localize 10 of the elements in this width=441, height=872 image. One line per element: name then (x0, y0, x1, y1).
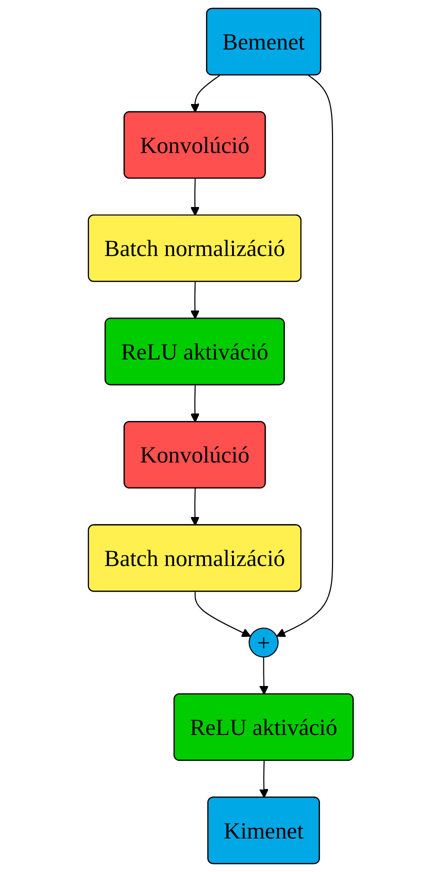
arrow (190, 282, 200, 320)
arrow (190, 385, 200, 422)
arrow (190, 488, 200, 526)
arrow (190, 74, 220, 113)
arrow (194, 592, 251, 637)
arrow (276, 74, 333, 637)
arrow (258, 657, 268, 695)
arrow (190, 178, 200, 216)
node-circle: + (248, 628, 278, 658)
arrow (258, 760, 268, 798)
